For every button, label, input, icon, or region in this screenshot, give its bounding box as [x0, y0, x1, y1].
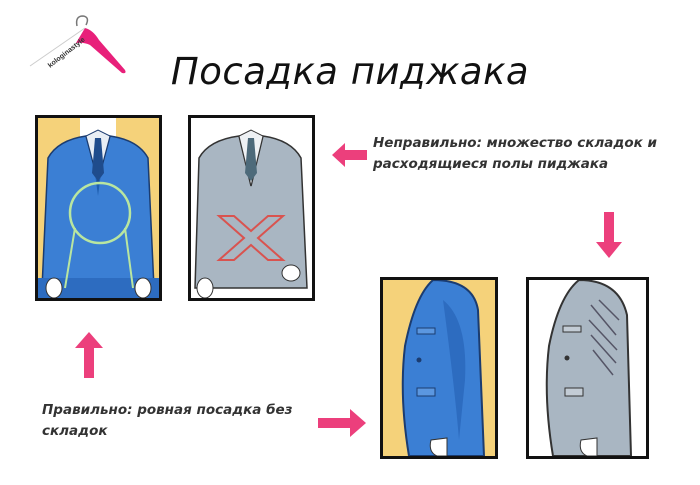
- logo: kologinastyle: [25, 12, 135, 77]
- side-correct-fit-illustration: [380, 277, 498, 459]
- hanger-icon: [29, 15, 126, 74]
- arrow-down-icon: [596, 212, 622, 258]
- front-wrong-fit-illustration: [188, 115, 315, 301]
- arrow-right-icon: [318, 409, 366, 437]
- arrow-up-icon: [75, 332, 103, 378]
- wrong-fit-caption: Неправильно: множество складок и расходя…: [373, 135, 657, 172]
- side-wrong-fit-illustration: [526, 277, 649, 459]
- front-correct-fit-illustration: [35, 115, 162, 301]
- correct-fit-caption: Правильно: ровная посадка без складок: [42, 402, 293, 439]
- arrow-left-icon: [332, 143, 367, 167]
- page-title: Посадка пиджака: [170, 50, 530, 93]
